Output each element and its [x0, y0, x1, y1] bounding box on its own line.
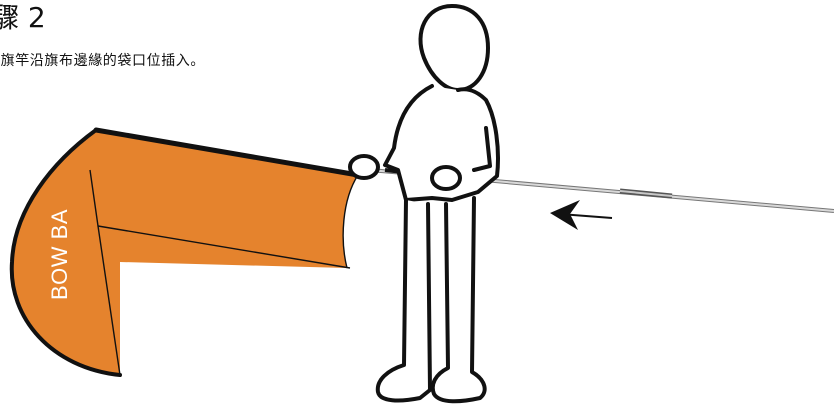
step-title: 驟 2	[0, 1, 46, 34]
person-right-hand	[430, 165, 462, 191]
flag-text: BOW BA	[47, 209, 72, 300]
person-right-leg	[430, 196, 487, 404]
person-torso	[383, 84, 500, 202]
flag-body	[11, 130, 358, 375]
step-instruction: 節旗竿沿旗布邊緣的袋口位插入。	[0, 53, 205, 69]
flag-pocket-line	[342, 174, 359, 269]
person-left-hand	[348, 154, 380, 180]
flag: BOW BA	[9, 127, 361, 377]
person-left-leg	[375, 198, 432, 403]
person-head	[418, 4, 490, 92]
flag-curved-edge	[9, 128, 122, 377]
arrow-left-icon	[550, 200, 613, 230]
flag-fold-line-2	[97, 225, 351, 269]
flag-top-edge	[93, 127, 361, 178]
person-figure	[348, 4, 500, 404]
person-arm	[472, 126, 492, 172]
